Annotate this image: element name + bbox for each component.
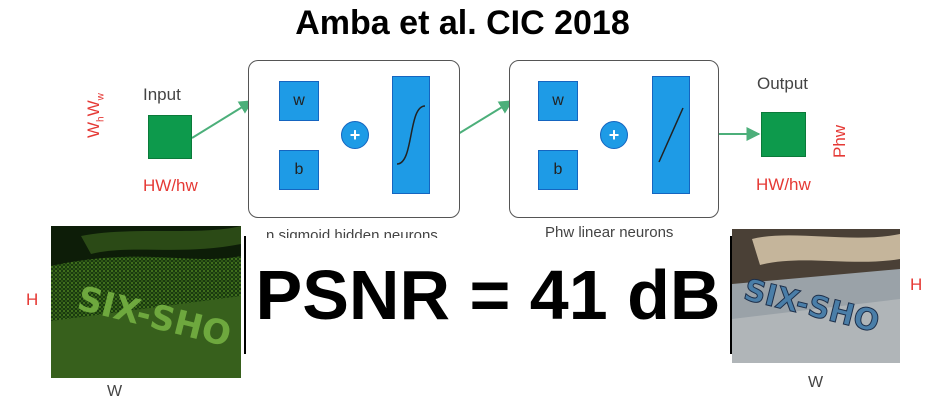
left-height-label: H	[26, 290, 39, 309]
hidden-bias-node: b	[279, 150, 319, 190]
output-weight-node: w	[538, 81, 578, 121]
overlay-left-edge	[244, 236, 246, 354]
sigmoid-curve-icon	[396, 105, 426, 165]
psnr-metric: PSNR = 41 dB	[255, 256, 721, 334]
right-width-label: W	[808, 374, 824, 391]
input-label: Input	[143, 85, 181, 104]
left-width-label: W	[107, 383, 123, 400]
linear-activation	[652, 76, 690, 194]
input-node	[148, 115, 192, 159]
output-label: Output	[757, 74, 809, 93]
psnr-overlay: PSNR = 41 dB	[244, 238, 732, 352]
reconstructed-image: SIX-SHO	[732, 229, 900, 363]
hidden-weight-node: w	[279, 81, 319, 121]
output-node	[761, 112, 806, 157]
raw-mosaic-image: SIX-SHO	[51, 226, 241, 378]
output-size-label: Phw	[830, 124, 849, 158]
slide-title: Amba et al. CIC 2018	[295, 4, 630, 42]
hidden-layer-caption: n sigmoid hidden neurons	[266, 227, 438, 238]
output-count-label: HW/hw	[756, 175, 811, 194]
overlay-right-edge	[730, 236, 732, 354]
raw-mosaic-picture: SIX-SHO	[51, 226, 241, 378]
linear-line-icon	[658, 107, 684, 163]
hidden-sum-node: +	[341, 121, 369, 149]
output-layer-caption: Phw linear neurons	[545, 224, 674, 238]
input-count-label: HW/hw	[143, 176, 198, 195]
output-bias-node: b	[538, 150, 578, 190]
reconstructed-picture: SIX-SHO	[732, 229, 900, 363]
sigmoid-activation	[392, 76, 430, 194]
output-sum-node: +	[600, 121, 628, 149]
input-size-label: WhWw	[84, 93, 107, 138]
right-height-label: H	[910, 275, 923, 294]
